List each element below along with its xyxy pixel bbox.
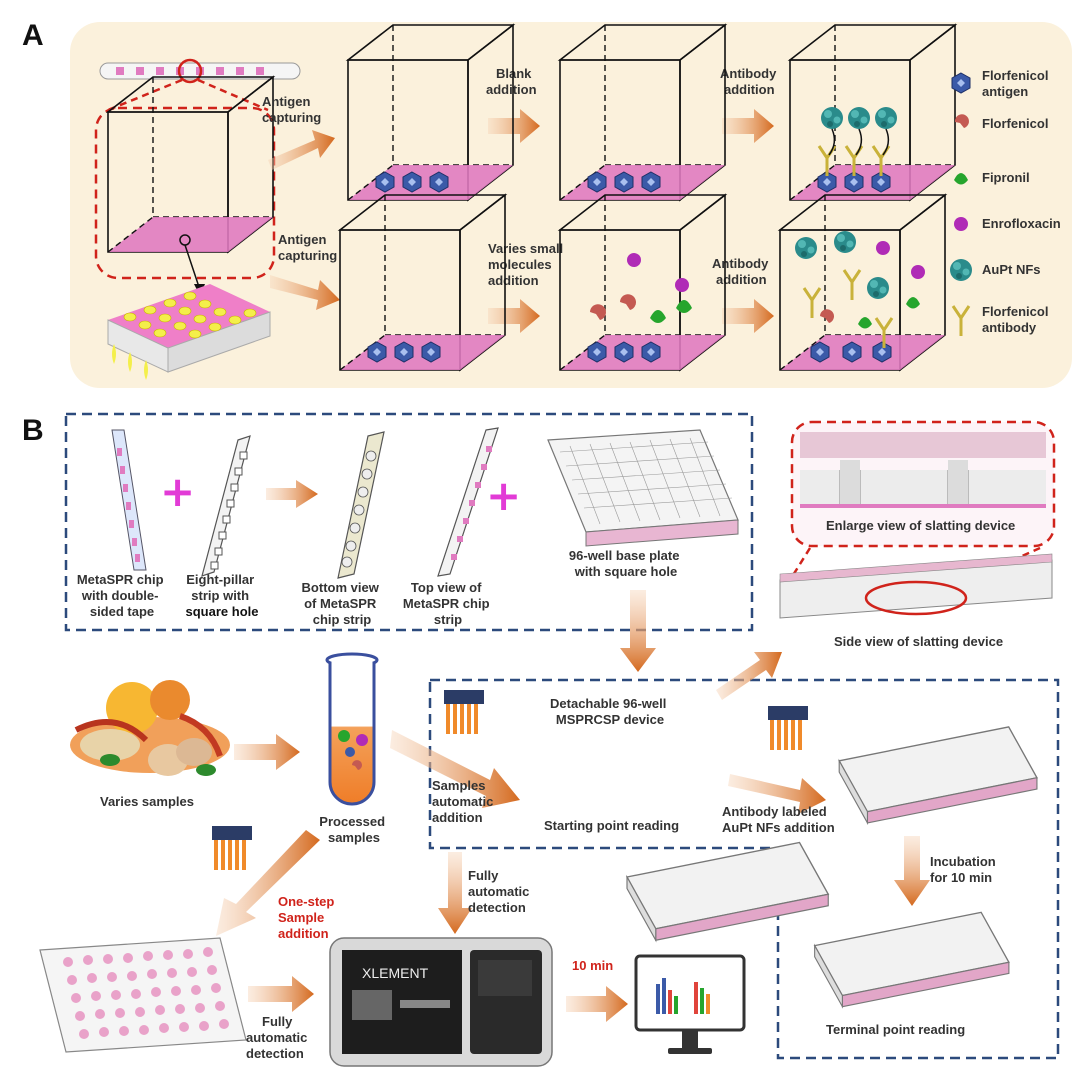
- antigen-capturing-top-label: Antigen capturing: [262, 94, 321, 125]
- antibody-addition-top-label: Antibody addition: [720, 66, 780, 97]
- food-samples-image: [70, 680, 230, 776]
- detachable-device-label: Detachable 96-well MSPRCSP device: [550, 696, 670, 727]
- base-plate-label: 96-well base plate with square hole: [569, 548, 683, 579]
- ten-min-label: 10 min: [572, 958, 613, 973]
- legend-florfenicol-antigen: Florfenicol antigen: [982, 68, 1052, 99]
- legend-fipronil: Fipronil: [982, 170, 1030, 185]
- plate-antibody-added: [838, 726, 1038, 824]
- arrow-to-side-view: [716, 652, 782, 700]
- plate-starting-point: [626, 841, 829, 941]
- samples-auto-label: Samples automatic addition: [432, 778, 497, 825]
- incubation-label: Incubation for 10 min: [930, 854, 999, 885]
- pipette-head-icon-3: [212, 826, 252, 870]
- florfenicol-icon: [954, 114, 969, 128]
- arrow-blank: [488, 109, 540, 143]
- legend: Florfenicol antigen Florfenicol Fipronil…: [950, 68, 1061, 338]
- legend-florfenicol: Florfenicol: [982, 116, 1048, 131]
- bottom-view-label: Bottom view of MetaSPR chip strip: [302, 580, 383, 627]
- processed-samples-label: Processed samples: [319, 814, 388, 845]
- aupt-nfs-icon: [950, 259, 972, 281]
- assembly-box: [64, 412, 754, 632]
- test-tube-icon: [325, 652, 379, 806]
- varies-small-molecules-label: Varies small molecules addition: [488, 241, 567, 288]
- antibody-addition-bottom-label: Antibody addition: [712, 256, 772, 287]
- legend-enrofloxacin: Enrofloxacin: [982, 216, 1061, 231]
- eight-pillar-strip-icon: [201, 435, 251, 577]
- assembly-arrow: [266, 480, 318, 508]
- plus-icon: +: [160, 467, 195, 516]
- panel-b-label: B: [22, 414, 44, 447]
- arrow-incubation: [894, 836, 930, 906]
- varies-samples-label: Varies samples: [100, 794, 194, 809]
- plus-icon-2: +: [486, 471, 521, 520]
- metaspr-chip-label: MetaSPR chip with double- sided tape: [77, 572, 167, 619]
- arrow-plate-to-instrument: [248, 976, 314, 1012]
- monitor-icon: [634, 954, 746, 1054]
- legend-aupt-nfs: AuPt NFs: [982, 262, 1041, 277]
- bottom-view-strip-icon: [337, 431, 385, 579]
- arrow-samples-to-tube: [234, 734, 300, 770]
- zoom-callout-a: [94, 78, 276, 280]
- enrofloxacin-icon: [954, 217, 968, 231]
- arrow-one-step: [216, 830, 320, 936]
- top-view-strip-icon: [437, 427, 499, 577]
- slatting-device-side-view: [779, 553, 1053, 619]
- arrow-antibody-bottom: [722, 299, 774, 333]
- callout-line-left: [788, 547, 812, 581]
- blank-addition-label: Blank addition: [486, 66, 537, 97]
- panel-a-label: A: [22, 19, 44, 52]
- legend-florfenicol-antibody: Florfenicol antibody: [982, 304, 1052, 335]
- arrow-instrument-to-monitor: [566, 986, 628, 1022]
- terminal-point-label: Terminal point reading: [826, 1022, 965, 1037]
- one-step-label: One-step Sample addition: [278, 894, 338, 941]
- arrow-antigen-bottom: [270, 275, 340, 310]
- fipronil-icon: [954, 173, 968, 185]
- florfenicol-antigen-icon: [951, 72, 971, 94]
- starting-point-label: Starting point reading: [544, 818, 679, 833]
- cube-small-molecules: [559, 194, 726, 371]
- instrument-brand-text: XLEMENT: [362, 965, 429, 981]
- base-plate-icon: [547, 429, 739, 547]
- plate-terminal-point: [813, 911, 1010, 1008]
- antigen-capturing-bottom-label: Antigen capturing: [278, 232, 337, 263]
- pipette-head-icon-2: [768, 706, 808, 750]
- arrow-small-molecules: [488, 299, 540, 333]
- fully-auto-mid-label: Fully automatic detection: [468, 868, 533, 915]
- antibody-labeled-label: Antibody labeled AuPt NFs addition: [722, 804, 835, 835]
- detection-box: [428, 678, 1060, 1060]
- cube-antibody-bottom: [779, 194, 946, 371]
- fully-auto-bottom-label: Fully automatic detection: [246, 1014, 311, 1061]
- chip-strip-icon: [99, 58, 301, 84]
- arrow-plate-down: [620, 590, 656, 672]
- metasurface-block: [107, 284, 271, 380]
- arrow-tube-to-plate: [390, 730, 520, 808]
- top-view-label: Top view of MetaSPR chip strip: [403, 580, 493, 627]
- zoom-line: [184, 244, 201, 291]
- cube-antibody-top: [789, 24, 956, 201]
- arrow-antibody-labeled: [728, 774, 826, 814]
- arrow-fully-auto-mid: [438, 852, 472, 934]
- flat-96-well-plate: [39, 937, 247, 1053]
- xlement-instrument-image: [329, 937, 553, 1067]
- arrow-antigen-top: [268, 130, 335, 170]
- metaspr-chip-icon: [111, 429, 147, 571]
- side-view-label: Side view of slatting device: [834, 634, 1003, 649]
- eight-pillar-label: Eight-pillar strip with square hole: [186, 572, 259, 619]
- pipette-head-icon: [444, 690, 484, 734]
- arrow-antibody-top: [722, 109, 774, 143]
- enlarge-view-callout: [790, 420, 1056, 548]
- enlarge-view-label: Enlarge view of slatting device: [826, 518, 1015, 533]
